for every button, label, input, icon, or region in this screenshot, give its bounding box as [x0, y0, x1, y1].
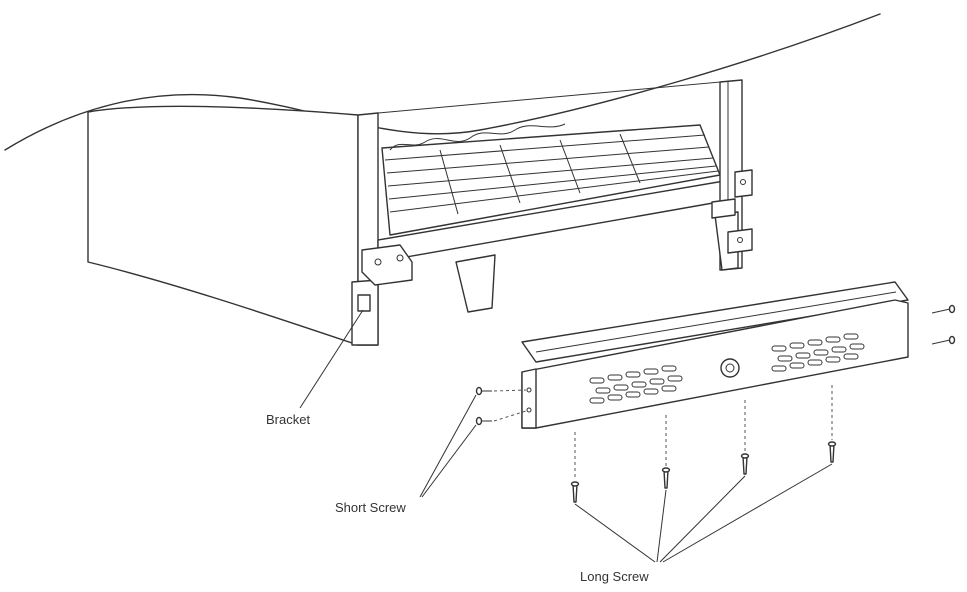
bottle-outlines	[389, 123, 566, 151]
unit-side-panel	[87, 105, 359, 346]
long-screw-leader-3	[659, 475, 746, 563]
shelf-rails	[384, 133, 719, 215]
short-screw-2	[475, 416, 492, 426]
right-bracket-hole-1	[740, 179, 746, 185]
long-screw-2	[661, 467, 671, 489]
countertop-edge	[4, 13, 881, 151]
side-screw-1	[931, 304, 956, 314]
short-screw-leader-2	[421, 424, 477, 498]
kick-plate-vents-right	[771, 333, 865, 372]
right-middle-bracket	[711, 198, 736, 219]
long-screw-leader-4	[662, 463, 833, 563]
long-screw-leader-2	[656, 489, 667, 563]
left-hinge-screw-2	[396, 254, 404, 262]
long-screw-leader-1	[574, 503, 656, 563]
short-screw-guide-2	[493, 410, 527, 422]
right-lower-bracket	[727, 228, 753, 254]
long-screw-label: Long Screw	[580, 569, 649, 584]
leveling-leg-center	[455, 254, 496, 313]
kick-plate-center-knob-inner	[725, 363, 735, 373]
kick-plate-hole-2	[526, 407, 532, 413]
short-screw-leader-1	[419, 394, 477, 498]
bracket	[357, 294, 371, 312]
kick-plate-center-knob	[720, 358, 740, 378]
left-hinge-bracket	[361, 244, 413, 286]
left-hinge-screw-1	[374, 258, 382, 266]
long-screw-4	[827, 441, 837, 463]
short-screw-guide-1	[493, 389, 527, 392]
bracket-leader-line	[299, 309, 364, 409]
short-screw-1	[475, 386, 492, 396]
kick-plate-hole-1	[526, 387, 532, 393]
bracket-label: Bracket	[266, 412, 311, 427]
long-screw-3	[740, 453, 750, 475]
right-upper-bracket	[734, 169, 753, 198]
kick-plate-top-lip	[535, 291, 897, 353]
right-bracket-hole-2	[737, 237, 743, 243]
kick-plate-end-face	[521, 368, 537, 429]
left-leg	[351, 279, 379, 346]
side-screw-2	[931, 335, 956, 345]
long-screw-1	[570, 481, 580, 503]
short-screw-label: Short Screw	[335, 500, 406, 515]
kick-plate-vents-left	[589, 365, 683, 404]
